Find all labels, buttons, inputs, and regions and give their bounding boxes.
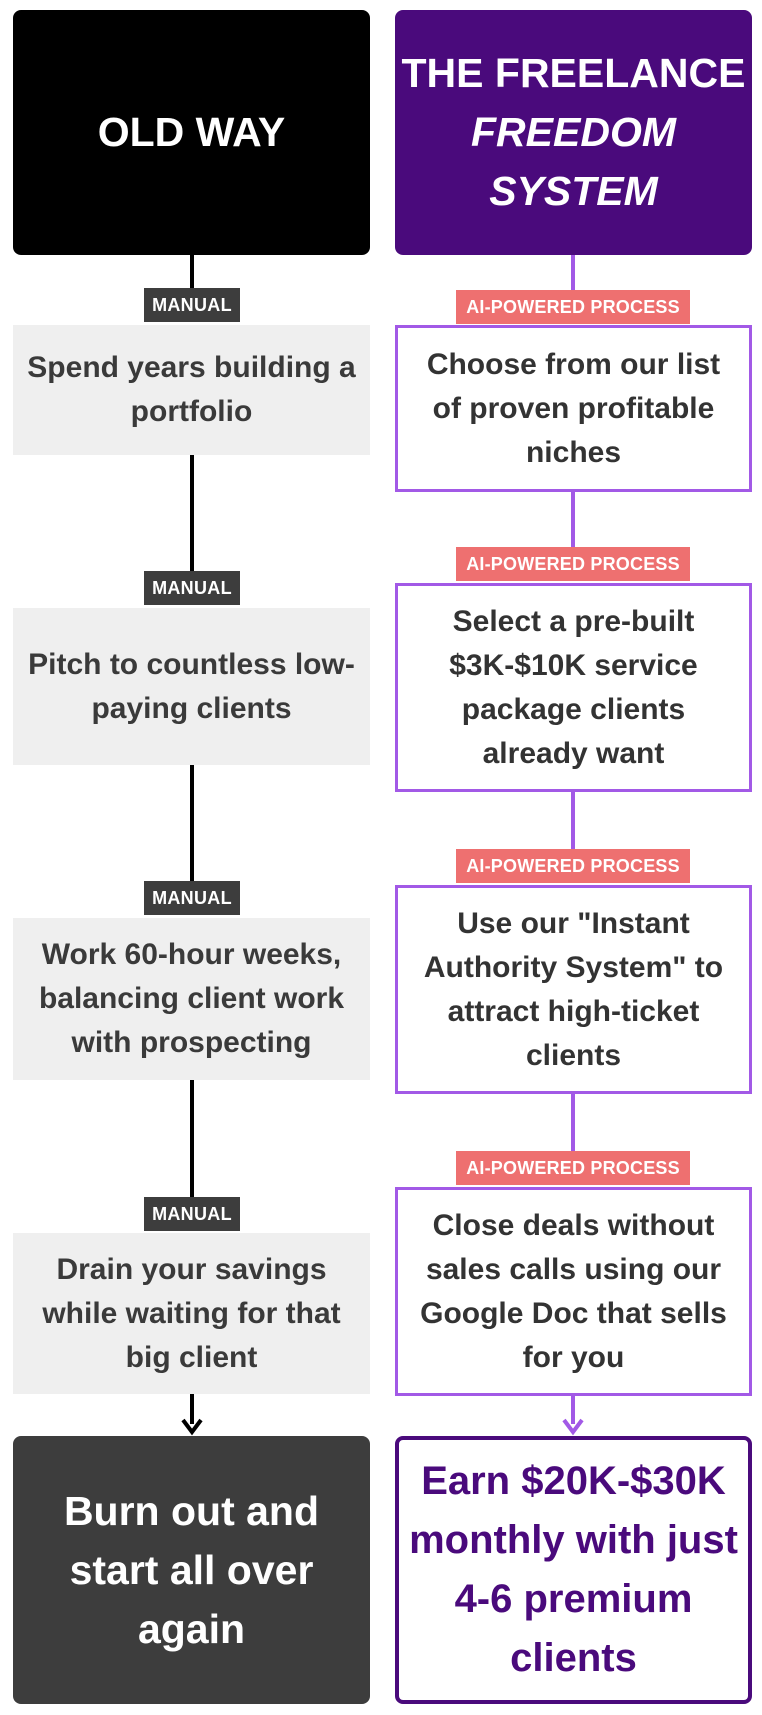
old-step-box: Drain your savings while waiting for tha… <box>13 1233 370 1394</box>
freedom-system-header: THE FREELANCE FREEDOM SYSTEM <box>395 10 752 255</box>
new-step-box: Select a pre-built $3K-$10K service pack… <box>395 583 752 792</box>
new-step-box: Choose from our list of proven profitabl… <box>395 325 752 492</box>
header-line-3: SYSTEM <box>489 168 658 214</box>
old-step-box: Work 60-hour weeks, balancing client wor… <box>13 918 370 1080</box>
ai-powered-tag: AI-POWERED PROCESS <box>456 849 690 883</box>
manual-tag: MANUAL <box>144 571 240 605</box>
new-step-box: Close deals without sales calls using ou… <box>395 1187 752 1396</box>
new-connector-line <box>571 1094 575 1154</box>
ai-powered-tag: AI-POWERED PROCESS <box>456 290 690 324</box>
new-connector-line <box>571 1396 575 1424</box>
ai-powered-tag: AI-POWERED PROCESS <box>456 547 690 581</box>
manual-tag: MANUAL <box>144 881 240 915</box>
old-step-box: Pitch to countless low-paying clients <box>13 608 370 765</box>
manual-tag: MANUAL <box>144 1197 240 1231</box>
new-arrow-head-icon <box>562 1418 584 1436</box>
header-line-1: THE FREELANCE <box>401 50 746 96</box>
new-step-box: Use our "Instant Authority System" to at… <box>395 885 752 1094</box>
old-connector-line <box>190 255 194 295</box>
new-connector-line <box>571 792 575 852</box>
new-connector-line <box>571 492 575 547</box>
old-arrow-head-icon <box>181 1418 203 1436</box>
old-connector-line <box>190 765 194 885</box>
old-connector-line <box>190 1394 194 1424</box>
old-connector-line <box>190 1080 194 1200</box>
old-connector-line <box>190 455 194 575</box>
old-way-outcome: Burn out and start all over again <box>13 1436 370 1704</box>
old-way-header: OLD WAY <box>13 10 370 255</box>
ai-powered-tag: AI-POWERED PROCESS <box>456 1151 690 1185</box>
manual-tag: MANUAL <box>144 288 240 322</box>
header-line-2: FREEDOM <box>471 109 676 155</box>
freedom-system-outcome: Earn $20K-$30K monthly with just 4-6 pre… <box>395 1436 752 1704</box>
new-connector-line <box>571 255 575 295</box>
old-step-box: Spend years building a portfolio <box>13 325 370 455</box>
